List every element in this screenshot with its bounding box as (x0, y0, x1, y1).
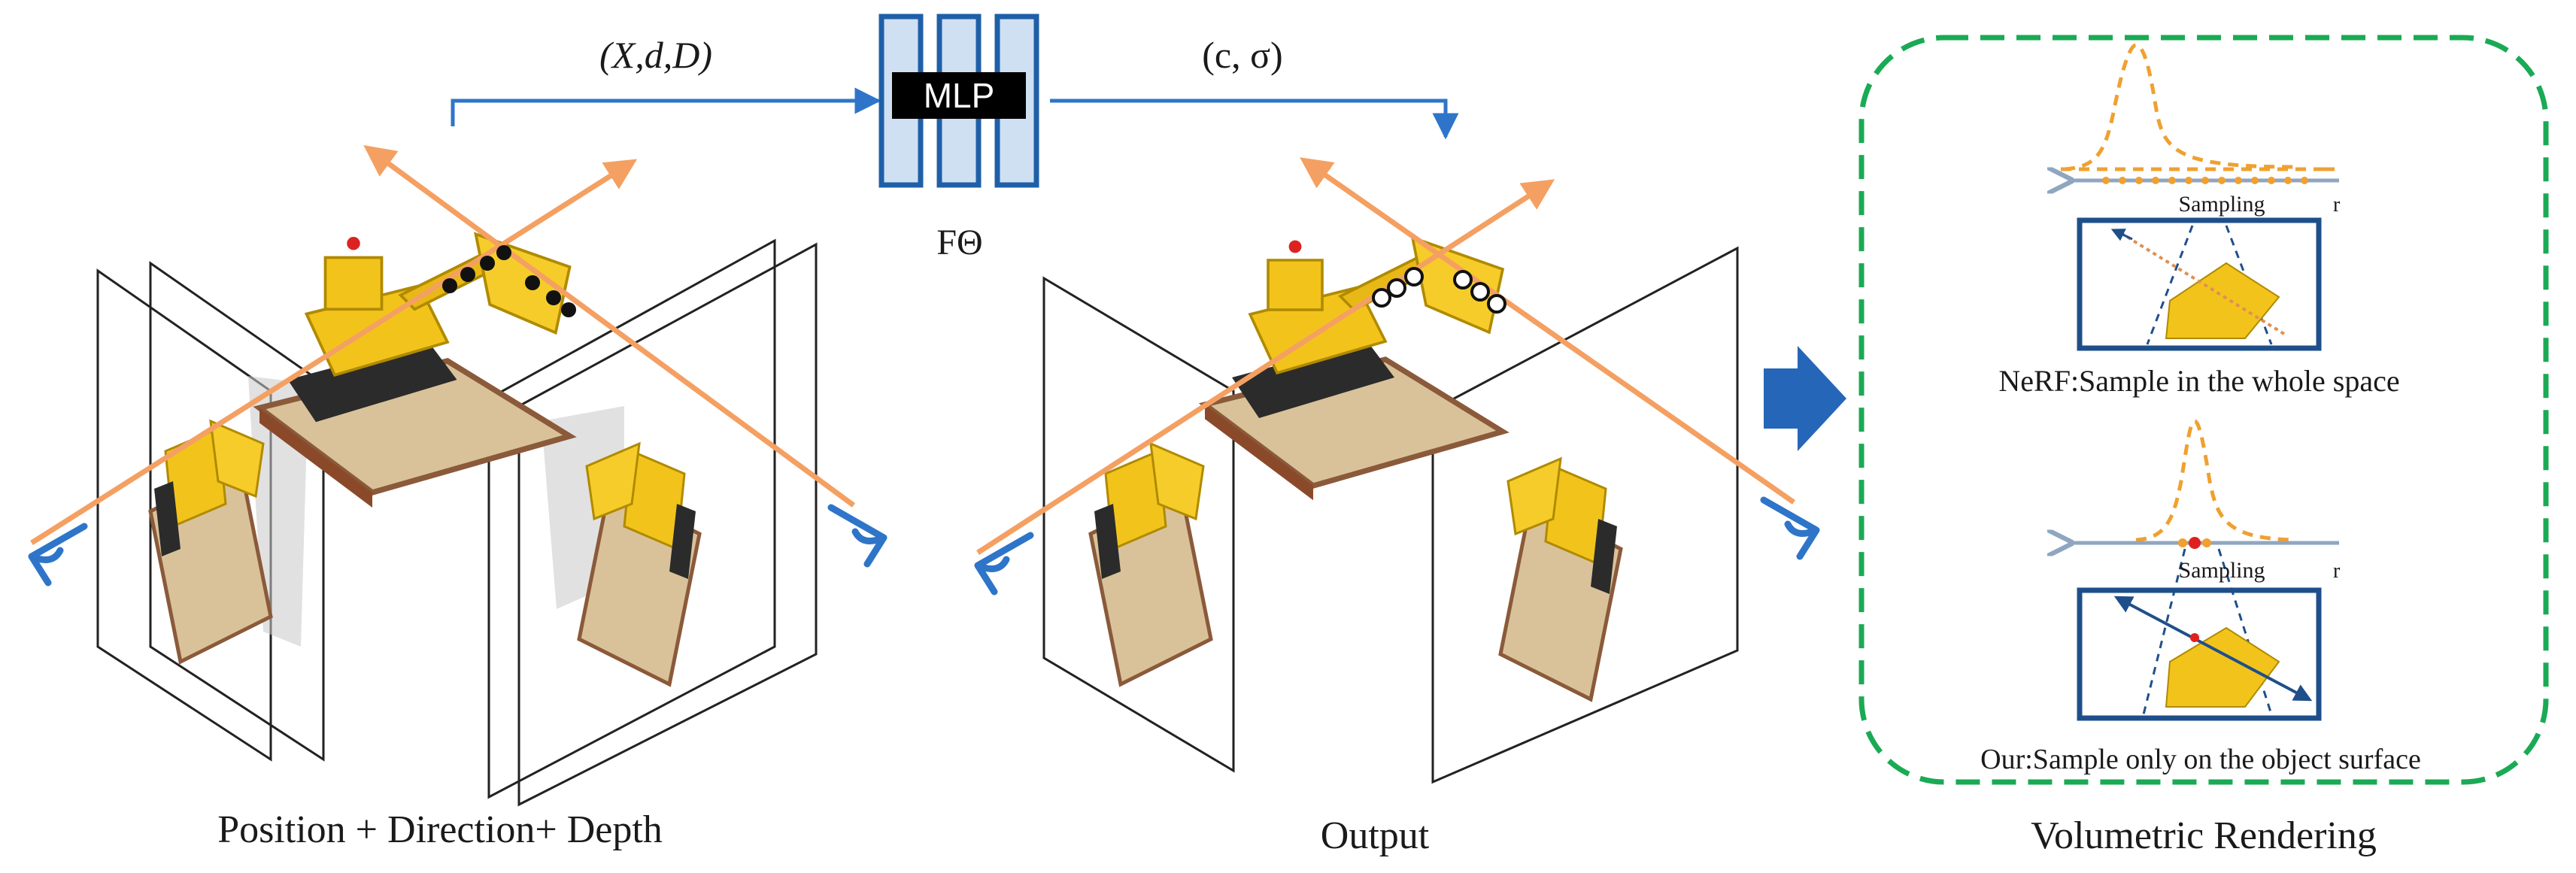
ours-diagram (2068, 419, 2339, 721)
ours-caption: Our:Sample only on the object surface (1980, 744, 2421, 775)
input-tuple-label: (X,d,D) (599, 34, 712, 76)
camera-output-left-eye-icon (978, 535, 1030, 592)
mlp-block (878, 14, 1039, 188)
caption-left: Position + Direction+ Depth (217, 808, 663, 851)
sample-points-filled (442, 245, 576, 317)
ray-end-label-bottom: r (2333, 559, 2341, 583)
input-arrow (451, 87, 881, 126)
ray-right-a (363, 145, 856, 508)
caption-middle: Output (1321, 814, 1430, 857)
ray-left-a (30, 159, 638, 545)
output-left-excavator (1091, 444, 1211, 684)
left-panel (30, 145, 884, 807)
output-right-excavator (1500, 459, 1621, 699)
output-arrow (1050, 99, 1459, 140)
right-view-excavator (542, 406, 699, 684)
camera-output-right-eye-icon (1764, 500, 1816, 556)
ray-right-b (1300, 157, 1796, 505)
ray-left-b (976, 179, 1555, 555)
sampling-label-top: Sampling (2178, 192, 2265, 217)
mlp-label: MLP (924, 76, 995, 115)
output-tuple-label: (c, σ) (1202, 34, 1282, 76)
f-theta-label: FΘ (936, 223, 982, 262)
right-arrow-icon (1764, 346, 1846, 451)
sampling-label-bottom: Sampling (2178, 558, 2265, 583)
nerf-caption: NeRF:Sample in the whole space (1998, 364, 2399, 398)
ray-end-label-top: r (2333, 193, 2341, 217)
caption-right: Volumetric Rendering (2031, 814, 2377, 857)
middle-panel (976, 157, 1816, 784)
camera-right-eye-icon (831, 508, 884, 564)
volumetric-rendering-box (1858, 35, 2549, 785)
nerf-diagram (2061, 43, 2339, 351)
sample-points-hollow (1372, 267, 1506, 314)
